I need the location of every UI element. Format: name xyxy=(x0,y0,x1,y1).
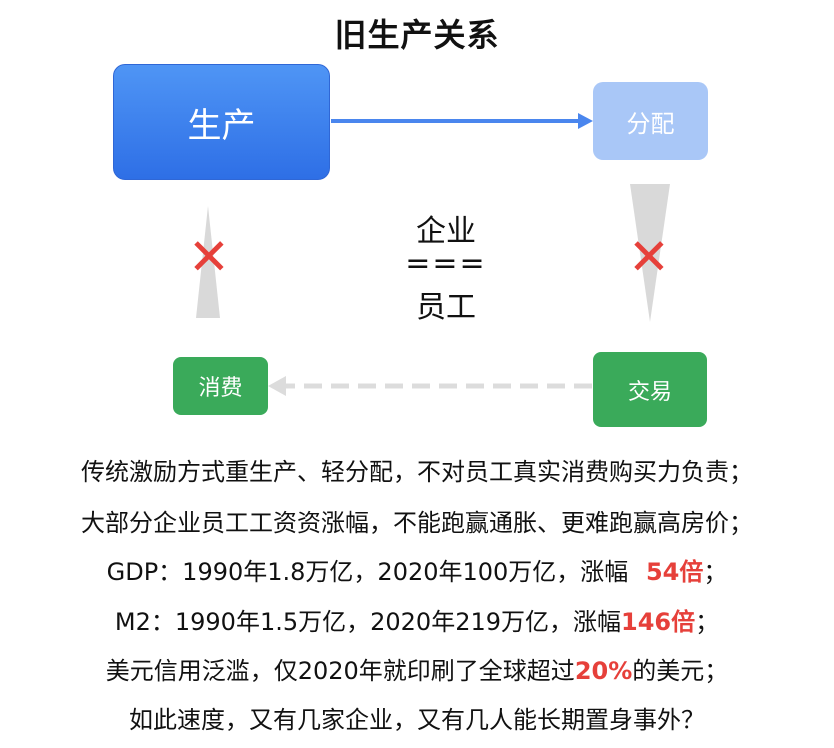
note-line-5: 美元信用泛滥，仅2020年就印刷了全球超过20%的美元； xyxy=(0,651,834,686)
cross-icon-left: ✕ xyxy=(188,228,230,286)
arrow-distribute-to-trade xyxy=(630,184,670,322)
note-line-3-text: GDP：1990年1.8万亿，2020年100万亿，涨幅 xyxy=(106,558,629,586)
usd-share-highlight: 20% xyxy=(574,657,633,685)
note-line-2: 大部分企业员工工资资涨幅，不能跑赢通胀、更难跑赢高房价； xyxy=(81,509,753,537)
gdp-growth-highlight: 54倍 xyxy=(645,558,704,586)
node-trade: 交易 xyxy=(593,352,707,427)
note-line-4-end: ； xyxy=(695,608,720,636)
note-line-4-text: M2：1990年1.5万亿，2020年219万亿，涨幅 xyxy=(114,608,621,636)
cross-icon-right: ✕ xyxy=(628,228,670,286)
arrowhead-produce-to-distribute xyxy=(578,113,593,129)
note-line-5-text: 美元信用泛滥，仅2020年就印刷了全球超过 xyxy=(105,657,575,685)
center-label-employee: 员工 xyxy=(416,290,476,325)
note-line-3: GDP：1990年1.8万亿，2020年100万亿，涨幅 54倍； xyxy=(0,552,834,587)
note-line-4: M2：1990年1.5万亿，2020年219万亿，涨幅146倍； xyxy=(0,602,834,637)
arrow-consume-to-produce xyxy=(196,206,220,318)
note-line-1: 传统激励方式重生产、轻分配，不对员工真实消费购买力负责； xyxy=(81,458,753,486)
diagram-title: 旧生产关系 xyxy=(334,16,500,54)
node-consume: 消费 xyxy=(173,357,268,415)
center-label-enterprise: 企业 xyxy=(416,214,476,249)
node-distribute: 分配 xyxy=(593,82,708,160)
arrowhead-trade-to-consume xyxy=(268,376,286,396)
note-line-5-end: 的美元； xyxy=(632,657,729,685)
note-line-3-end: ； xyxy=(703,558,728,586)
m2-growth-highlight: 146倍 xyxy=(621,608,696,636)
note-line-6: 如此速度，又有几家企业，又有几人能长期置身事外？ xyxy=(129,706,705,734)
center-label-equals: === xyxy=(405,246,487,281)
node-produce: 生产 xyxy=(113,64,330,180)
